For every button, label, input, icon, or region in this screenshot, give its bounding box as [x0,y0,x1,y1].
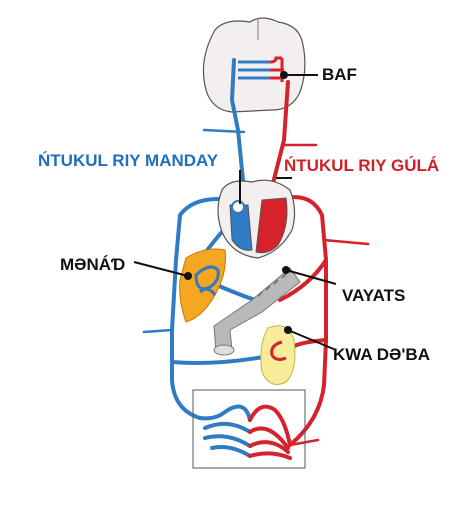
brain-outline [202,17,306,113]
label-liver: MƏNÁƊ [60,255,126,274]
label-kidney: KWA DƏ'BA [333,345,430,364]
heart-left-side [255,197,288,254]
liver [179,248,226,323]
label-brain: BAF [322,65,357,84]
brain [202,17,306,113]
brain-capillaries [238,56,284,82]
heart-right-side [229,204,253,251]
label-artery-circuit: ŃTUKUL RIY GÚLÁ [284,156,440,175]
heart [217,179,296,259]
label-intestine: VAYATS [342,286,406,305]
label-vein-circuit: ŃTUKUL RIY MANDAY [38,151,219,170]
arteries [248,80,370,460]
leader-lines [133,71,337,351]
kidney [260,325,296,385]
lower-body-box [192,389,306,469]
intestine [213,267,301,356]
